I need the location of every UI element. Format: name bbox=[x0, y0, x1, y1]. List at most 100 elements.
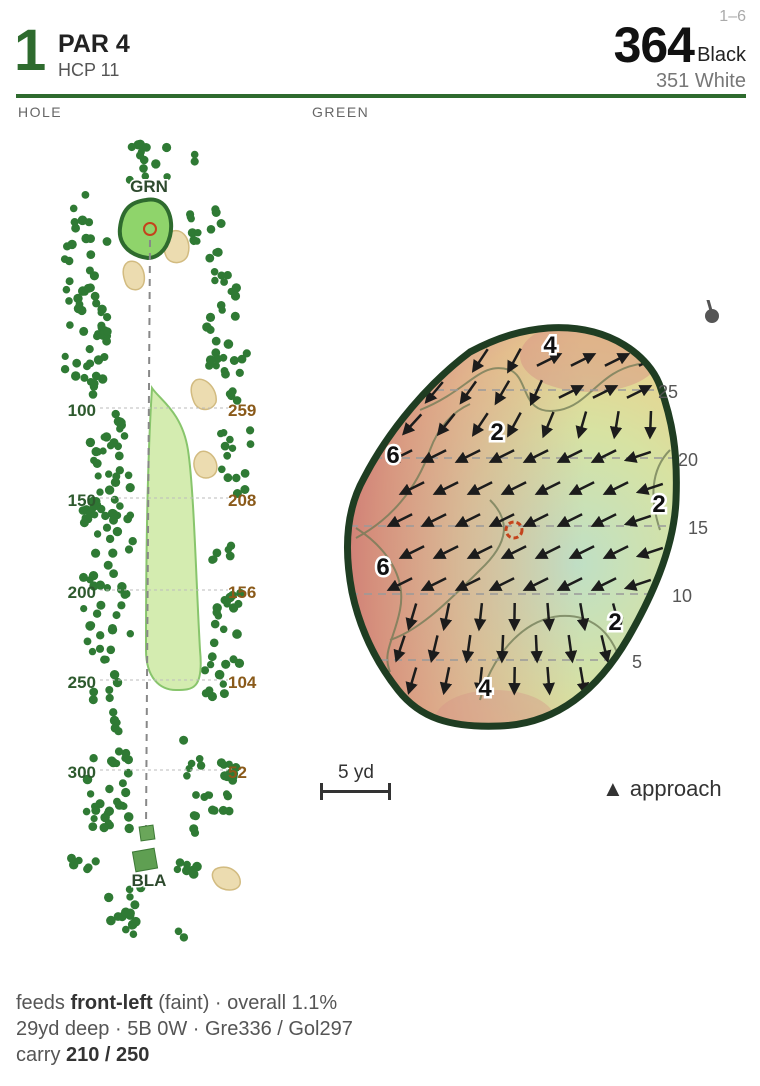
tree bbox=[126, 893, 134, 901]
tree bbox=[102, 237, 112, 246]
slope-arrow bbox=[522, 513, 549, 527]
tree bbox=[106, 915, 116, 926]
tree bbox=[190, 150, 199, 159]
tree bbox=[211, 276, 219, 285]
slope-arrow bbox=[488, 513, 515, 527]
slope-arrow bbox=[592, 385, 619, 399]
tree bbox=[228, 444, 237, 452]
slope-arrow bbox=[494, 380, 511, 406]
tree bbox=[77, 215, 88, 226]
tree bbox=[84, 218, 94, 227]
tree bbox=[80, 373, 89, 382]
tree bbox=[105, 470, 113, 478]
tree bbox=[123, 514, 133, 524]
tree bbox=[65, 256, 74, 266]
tree bbox=[216, 219, 226, 228]
tree bbox=[225, 760, 233, 768]
distance-right-3: 104 bbox=[228, 673, 257, 692]
tree bbox=[63, 242, 72, 251]
green-map[interactable]: 25 20 15 10 5 4 2 6 2 6 2 4 bbox=[320, 300, 760, 780]
tree bbox=[123, 768, 133, 778]
tree bbox=[127, 142, 136, 152]
tree bbox=[125, 483, 135, 493]
tree bbox=[240, 485, 250, 494]
tree bbox=[108, 548, 118, 558]
tree bbox=[189, 811, 199, 820]
distance-right-1: 208 bbox=[228, 491, 256, 510]
tree bbox=[219, 689, 229, 699]
tree bbox=[202, 322, 212, 332]
slope-arrow bbox=[454, 449, 481, 463]
tree bbox=[118, 418, 126, 427]
tree bbox=[96, 631, 105, 640]
approach-legend: ▲ approach bbox=[602, 776, 722, 801]
slope-arrow bbox=[623, 578, 652, 591]
tree bbox=[69, 204, 78, 213]
hole-range[interactable]: 1–6 bbox=[719, 8, 746, 25]
slope-arrow bbox=[386, 449, 413, 463]
tree bbox=[88, 390, 98, 399]
tree bbox=[207, 652, 217, 662]
tree bbox=[224, 545, 232, 554]
slope-arrow bbox=[530, 634, 543, 664]
distance-right-4: 52 bbox=[228, 763, 247, 782]
slope-arrow bbox=[542, 666, 555, 696]
tree bbox=[103, 327, 112, 336]
tree bbox=[62, 285, 71, 294]
slope-arrow bbox=[604, 353, 631, 367]
slope-arrow bbox=[420, 577, 447, 591]
tree bbox=[218, 465, 226, 474]
hole-number: 1 bbox=[14, 18, 47, 83]
tree bbox=[220, 278, 229, 286]
tree bbox=[210, 619, 220, 629]
slope-arrow bbox=[386, 577, 413, 591]
depth-labels: 25 20 15 10 5 bbox=[632, 382, 708, 672]
tree bbox=[66, 321, 74, 329]
tree bbox=[88, 822, 98, 831]
slope-arrow bbox=[570, 353, 597, 367]
section-hole-label: HOLE bbox=[18, 104, 63, 120]
tree bbox=[221, 659, 231, 669]
slope-arrow bbox=[454, 577, 481, 591]
svg-text:2: 2 bbox=[608, 609, 621, 636]
tree bbox=[173, 865, 182, 874]
slope-arrow bbox=[609, 410, 623, 440]
tree bbox=[86, 790, 95, 798]
tree bbox=[90, 291, 100, 301]
tree bbox=[103, 313, 112, 322]
tree bbox=[136, 883, 146, 893]
tree bbox=[79, 572, 88, 582]
slope-arrow bbox=[556, 513, 583, 527]
tree bbox=[61, 352, 69, 360]
slope-arrow bbox=[454, 513, 481, 527]
tree bbox=[102, 336, 111, 346]
slope-arrow bbox=[590, 577, 617, 591]
tree bbox=[124, 545, 134, 554]
slope-arrow bbox=[402, 413, 423, 436]
distance-left-1: 150 bbox=[68, 491, 96, 510]
slope-arrow bbox=[507, 348, 522, 374]
tree bbox=[206, 225, 216, 234]
slope-arrow bbox=[644, 410, 657, 440]
slope-arrow bbox=[534, 545, 561, 559]
tree bbox=[194, 229, 202, 237]
tree bbox=[223, 271, 232, 280]
tree bbox=[106, 645, 116, 655]
tree bbox=[77, 305, 87, 316]
slope-arrow bbox=[599, 635, 612, 664]
slope-arrow bbox=[556, 577, 583, 591]
slope-labels: 4 2 6 2 6 2 4 bbox=[374, 330, 668, 705]
slope-arrow bbox=[623, 514, 652, 527]
tree bbox=[209, 638, 219, 648]
tree bbox=[220, 441, 230, 451]
green-label: GRN bbox=[130, 177, 168, 196]
tree bbox=[101, 432, 112, 442]
slope-arrow bbox=[398, 545, 425, 559]
tree bbox=[91, 805, 101, 815]
tree bbox=[175, 858, 185, 867]
slope-arrow bbox=[534, 481, 561, 495]
slope-arrow bbox=[402, 349, 423, 372]
tree bbox=[179, 735, 189, 745]
